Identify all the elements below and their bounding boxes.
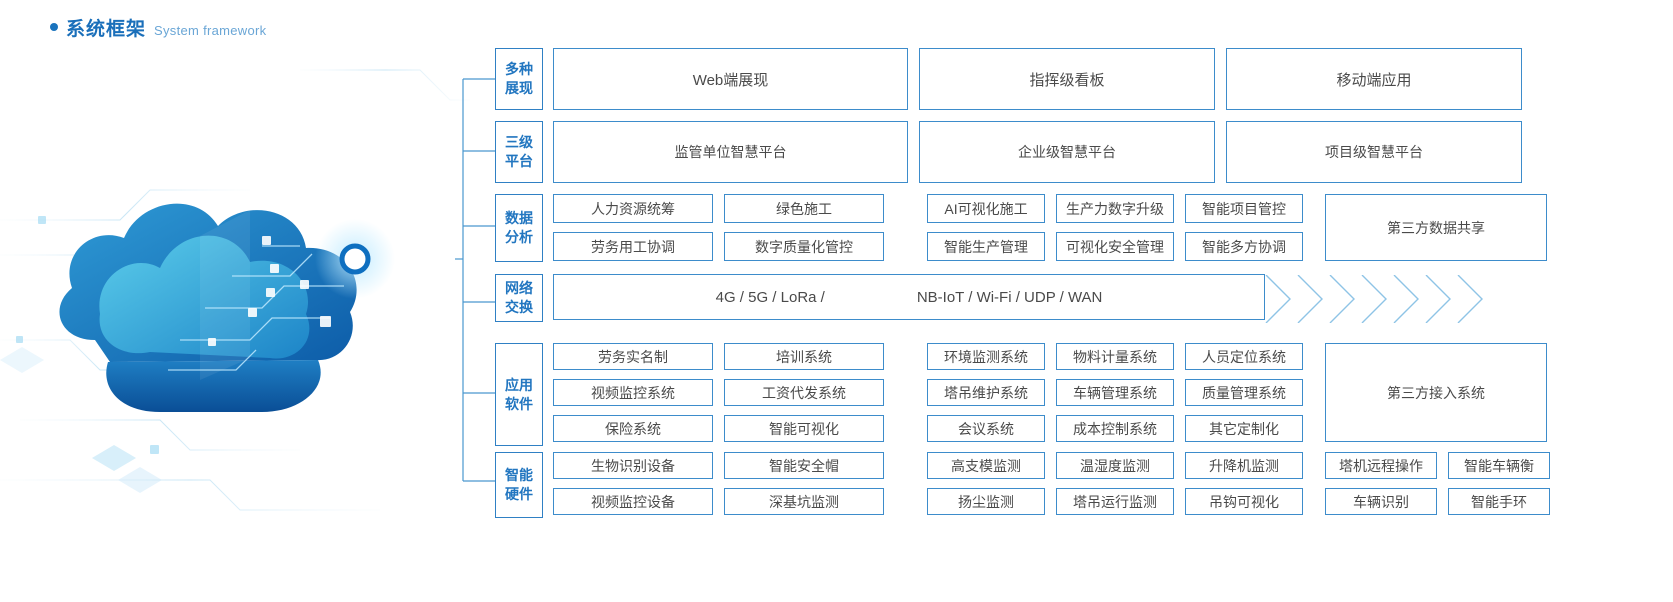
row-application-software: 应用 软件 劳务实名制 培训系统 视频监控系统 工资代发系统 保险系统 智能可视…	[495, 343, 1547, 446]
item-box[interactable]: 劳务实名制	[553, 343, 713, 370]
item-box[interactable]: 扬尘监测	[927, 488, 1045, 515]
category-smart-hardware: 智能 硬件	[495, 452, 543, 518]
item-box[interactable]: 塔吊运行监测	[1056, 488, 1174, 515]
row-smart-hardware: 智能 硬件 生物识别设备 智能安全帽 视频监控设备 深基坑监测 高支模监	[495, 452, 1550, 518]
category-display: 多种 展现	[495, 48, 543, 110]
item-box[interactable]: 人员定位系统	[1185, 343, 1303, 370]
row-network: 网络 交换 4G / 5G / LoRa / NB-IoT / Wi-Fi / …	[495, 274, 1483, 324]
row-data-analysis: 数据 分析 人力资源统筹 绿色施工 劳务用工协调 数字质量化管控 AI可	[495, 194, 1547, 262]
item-box[interactable]: 环境监测系统	[927, 343, 1045, 370]
item-box[interactable]: 智能项目管控	[1185, 194, 1303, 223]
item-box[interactable]: 生物识别设备	[553, 452, 713, 479]
category-data-analysis: 数据 分析	[495, 194, 543, 262]
cloud-network-illustration	[0, 40, 470, 560]
item-box[interactable]: 塔吊维护系统	[927, 379, 1045, 406]
item-box[interactable]: 质量管理系统	[1185, 379, 1303, 406]
item-box[interactable]: 高支模监测	[927, 452, 1045, 479]
item-box[interactable]: 人力资源统筹	[553, 194, 713, 223]
third-party-access-box[interactable]: 第三方接入系统	[1325, 343, 1547, 442]
item-box[interactable]: 其它定制化	[1185, 415, 1303, 442]
item-box[interactable]: 智能车辆衡	[1448, 452, 1550, 479]
category-line-1: 智能	[505, 467, 533, 484]
group-site-hardware: 高支模监测 温湿度监测 升降机监测 扬尘监测 塔吊运行监测 吊钩可视化	[927, 452, 1303, 518]
bullet-icon	[50, 23, 58, 31]
item-box[interactable]: 生产力数字升级	[1056, 194, 1174, 223]
row-display: 多种 展现 Web端展现 指挥级看板 移动端应用	[495, 48, 1522, 110]
connector-tree	[455, 48, 500, 518]
page-title: 系统框架 System framework	[50, 14, 266, 41]
category-network: 网络 交换	[495, 274, 543, 322]
network-text-1: 4G / 5G / LoRa /	[715, 288, 825, 306]
item-box[interactable]: 智能生产管理	[927, 232, 1045, 261]
item-box[interactable]: 培训系统	[724, 343, 884, 370]
group-internal-analysis: 人力资源统筹 绿色施工 劳务用工协调 数字质量化管控	[553, 194, 884, 262]
item-box[interactable]: 深基坑监测	[724, 488, 884, 515]
category-application-software: 应用 软件	[495, 343, 543, 446]
group-site-apps: 环境监测系统 物料计量系统 人员定位系统 塔吊维护系统 车辆管理系统 质量管理系…	[927, 343, 1303, 446]
item-box[interactable]: 数字质量化管控	[724, 232, 884, 261]
third-party-data-box[interactable]: 第三方数据共享	[1325, 194, 1547, 261]
category-line-2: 平台	[505, 153, 533, 169]
item-box[interactable]: 劳务用工协调	[553, 232, 713, 261]
item-box[interactable]: 智能手环	[1448, 488, 1550, 515]
item-box[interactable]: 指挥级看板	[919, 48, 1215, 110]
category-line-1: 应用	[505, 376, 533, 393]
item-box[interactable]: 监管单位智慧平台	[553, 121, 908, 183]
item-box[interactable]: 项目级智慧平台	[1226, 121, 1522, 183]
item-box[interactable]: 视频监控系统	[553, 379, 713, 406]
item-box[interactable]: 智能安全帽	[724, 452, 884, 479]
page-title-en: System framework	[154, 23, 267, 38]
item-box[interactable]: 可视化安全管理	[1056, 232, 1174, 261]
item-box[interactable]: 会议系统	[927, 415, 1045, 442]
group-smart-analysis: AI可视化施工 生产力数字升级 智能项目管控 智能生产管理 可视化安全管理 智能…	[927, 194, 1303, 262]
row-platform: 三级 平台 监管单位智慧平台 企业级智慧平台 项目级智慧平台	[495, 121, 1522, 183]
category-line-2: 分析	[505, 229, 533, 245]
system-framework-diagram: 多种 展现 Web端展现 指挥级看板 移动端应用 三级 平台 监管单位智慧平台 …	[455, 48, 1665, 518]
item-box[interactable]: AI可视化施工	[927, 194, 1045, 223]
category-line-2: 软件	[505, 395, 533, 412]
network-text-2: NB-IoT / Wi-Fi / UDP / WAN	[916, 288, 1103, 306]
item-box[interactable]: 车辆管理系统	[1056, 379, 1174, 406]
item-box[interactable]: 吊钩可视化	[1185, 488, 1303, 515]
category-line-2: 交换	[505, 299, 533, 315]
category-line-2: 展现	[505, 80, 533, 96]
item-box[interactable]: 移动端应用	[1226, 48, 1522, 110]
item-box[interactable]: 升降机监测	[1185, 452, 1303, 479]
group-machinery-hardware: 塔机远程操作 智能车辆衡 车辆识别 智能手环	[1325, 452, 1550, 518]
item-box[interactable]: 视频监控设备	[553, 488, 713, 515]
item-box[interactable]: 企业级智慧平台	[919, 121, 1215, 183]
category-line-1: 网络	[505, 280, 533, 297]
category-line-1: 多种	[505, 61, 533, 78]
item-box[interactable]: 物料计量系统	[1056, 343, 1174, 370]
category-platform: 三级 平台	[495, 121, 543, 183]
item-box[interactable]: 工资代发系统	[724, 379, 884, 406]
item-box[interactable]: 保险系统	[553, 415, 713, 442]
network-protocol-bar: 4G / 5G / LoRa / NB-IoT / Wi-Fi / UDP / …	[553, 274, 1483, 324]
group-labor-apps: 劳务实名制 培训系统 视频监控系统 工资代发系统 保险系统 智能可视化	[553, 343, 884, 446]
item-box[interactable]: Web端展现	[553, 48, 908, 110]
category-line-1: 三级	[505, 134, 533, 151]
item-box[interactable]: 温湿度监测	[1056, 452, 1174, 479]
page-title-zh: 系统框架	[66, 19, 147, 40]
item-box[interactable]: 绿色施工	[724, 194, 884, 223]
item-box[interactable]: 车辆识别	[1325, 488, 1437, 515]
chevron-arrows-icon	[1264, 274, 1564, 324]
item-box[interactable]: 智能可视化	[724, 415, 884, 442]
category-line-2: 硬件	[505, 486, 533, 502]
item-box[interactable]: 成本控制系统	[1056, 415, 1174, 442]
category-line-1: 数据	[505, 210, 533, 227]
item-box[interactable]: 智能多方协调	[1185, 232, 1303, 261]
item-box[interactable]: 塔机远程操作	[1325, 452, 1437, 479]
group-personnel-hardware: 生物识别设备 智能安全帽 视频监控设备 深基坑监测	[553, 452, 884, 518]
